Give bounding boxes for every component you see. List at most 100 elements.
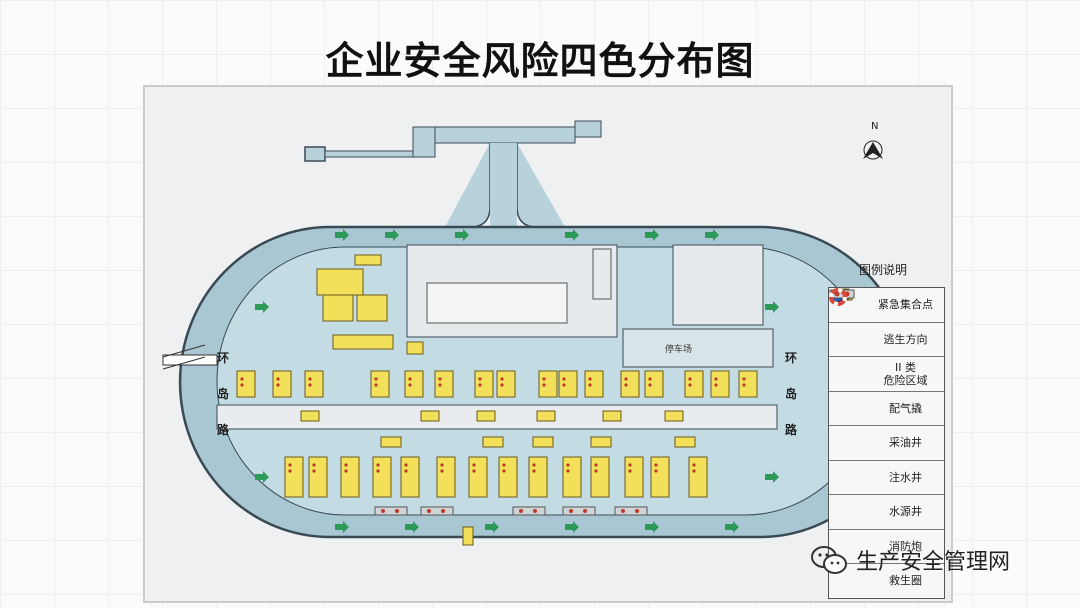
- road-label-left-1: 环: [217, 351, 230, 365]
- escape-arrow: [255, 301, 269, 313]
- escape-arrow: [565, 521, 579, 533]
- fire-monitor: [512, 506, 546, 516]
- escape-arrow: [725, 521, 739, 533]
- risk-zone: [436, 456, 456, 498]
- left-road-stub: [162, 354, 218, 366]
- gas-skid: [300, 410, 320, 422]
- oil-well: [240, 383, 244, 387]
- right-compound: [672, 244, 764, 326]
- oil-well: [566, 463, 570, 467]
- risk-zone: [322, 294, 354, 322]
- gate-hall: [434, 126, 576, 144]
- legend-label: 救生圈: [889, 574, 922, 588]
- risk-zone: [316, 268, 364, 296]
- oil-well: [742, 377, 746, 381]
- risk-zone: [370, 370, 390, 398]
- risk-zone: [584, 370, 604, 398]
- oil-well: [594, 463, 598, 467]
- risk-zone: [284, 456, 304, 498]
- oil-well: [438, 377, 442, 381]
- oil-well: [688, 377, 692, 381]
- risk-zone: [562, 456, 582, 498]
- legend-row-escape: 逃生方向: [829, 288, 944, 357]
- north-circle: [863, 140, 883, 160]
- risk-zone: [236, 370, 256, 398]
- gate-block: [304, 146, 326, 162]
- entrance-road-fill: [490, 143, 517, 227]
- escape-arrow: [765, 301, 779, 313]
- oil-well: [502, 469, 506, 473]
- gas-skid: [602, 410, 622, 422]
- fire-monitor-dot: [583, 509, 587, 513]
- oil-well: [588, 383, 592, 387]
- oil-well: [654, 469, 658, 473]
- risk-zone: [434, 370, 454, 398]
- gas-skid: [476, 410, 496, 422]
- oil-well: [240, 377, 244, 381]
- oil-well: [276, 383, 280, 387]
- risk-zone: [354, 254, 382, 266]
- fire-monitor-dot: [395, 509, 399, 513]
- risk-zone: [404, 370, 424, 398]
- oil-well: [374, 377, 378, 381]
- oil-well: [628, 469, 632, 473]
- oil-well: [376, 463, 380, 467]
- fire-monitor-dot: [441, 509, 445, 513]
- risk-zone: [340, 456, 360, 498]
- oil-well: [648, 383, 652, 387]
- road-label-left-2: 岛: [217, 387, 230, 401]
- risk-zone: [738, 370, 758, 398]
- risk-zone: [406, 341, 424, 355]
- legend-row-gas: 配气撬: [829, 288, 944, 426]
- oil-well: [408, 383, 412, 387]
- oil-well: [562, 383, 566, 387]
- oil-well: [624, 377, 628, 381]
- risk-zone: [304, 370, 324, 398]
- gate-end: [574, 120, 602, 138]
- legend-label: 逃生方向: [883, 332, 928, 346]
- road-label-left-3: 路: [217, 423, 230, 437]
- oil-well: [532, 463, 536, 467]
- escape-arrow: [335, 229, 349, 241]
- fire-monitor-dot: [533, 509, 537, 513]
- risk-zone: [684, 370, 704, 398]
- legend: 紧急集合点 逃生方向 II 类 危险区域 配气撬 采油井: [828, 287, 945, 599]
- fire-monitor: [374, 506, 408, 516]
- legend-label: II 类 危险区域: [883, 360, 928, 387]
- left-road-lines: [162, 344, 206, 370]
- legend-row-zone: II 类 危险区域: [829, 289, 944, 391]
- oil-well: [542, 383, 546, 387]
- legend-label: 水源井: [889, 505, 922, 519]
- fire-monitor: [420, 506, 454, 516]
- legend-label: 配气撬: [889, 401, 922, 415]
- oil-well: [532, 469, 536, 473]
- oil-well: [312, 469, 316, 473]
- fire-monitor-dot: [381, 509, 385, 513]
- escape-arrow: [335, 521, 349, 533]
- risk-zone: [400, 456, 420, 498]
- escape-arrow: [645, 521, 659, 533]
- fire-monitor-dot: [621, 509, 625, 513]
- oil-well: [742, 383, 746, 387]
- oil-well: [588, 377, 592, 381]
- risk-zone: [308, 456, 328, 498]
- road-label-right-1: 环: [785, 351, 798, 365]
- risk-zone: [498, 456, 518, 498]
- fire-monitor-dot: [427, 509, 431, 513]
- site-map: 停车场: [162, 120, 912, 546]
- gate-building: [412, 126, 436, 158]
- risk-zone: [528, 456, 548, 498]
- oil-well: [344, 463, 348, 467]
- legend-row-injection: 注水井: [829, 289, 944, 495]
- watermark: 生产安全管理网: [810, 540, 1010, 580]
- oil-well: [500, 383, 504, 387]
- gate-corridor: [324, 150, 416, 158]
- legend-label: 紧急集合点: [878, 298, 933, 312]
- oil-well: [308, 377, 312, 381]
- oil-well: [714, 383, 718, 387]
- oil-well: [648, 377, 652, 381]
- oil-well: [288, 463, 292, 467]
- escape-arrow: [255, 471, 269, 483]
- legend-title: 图例说明: [858, 263, 907, 277]
- oil-well: [562, 377, 566, 381]
